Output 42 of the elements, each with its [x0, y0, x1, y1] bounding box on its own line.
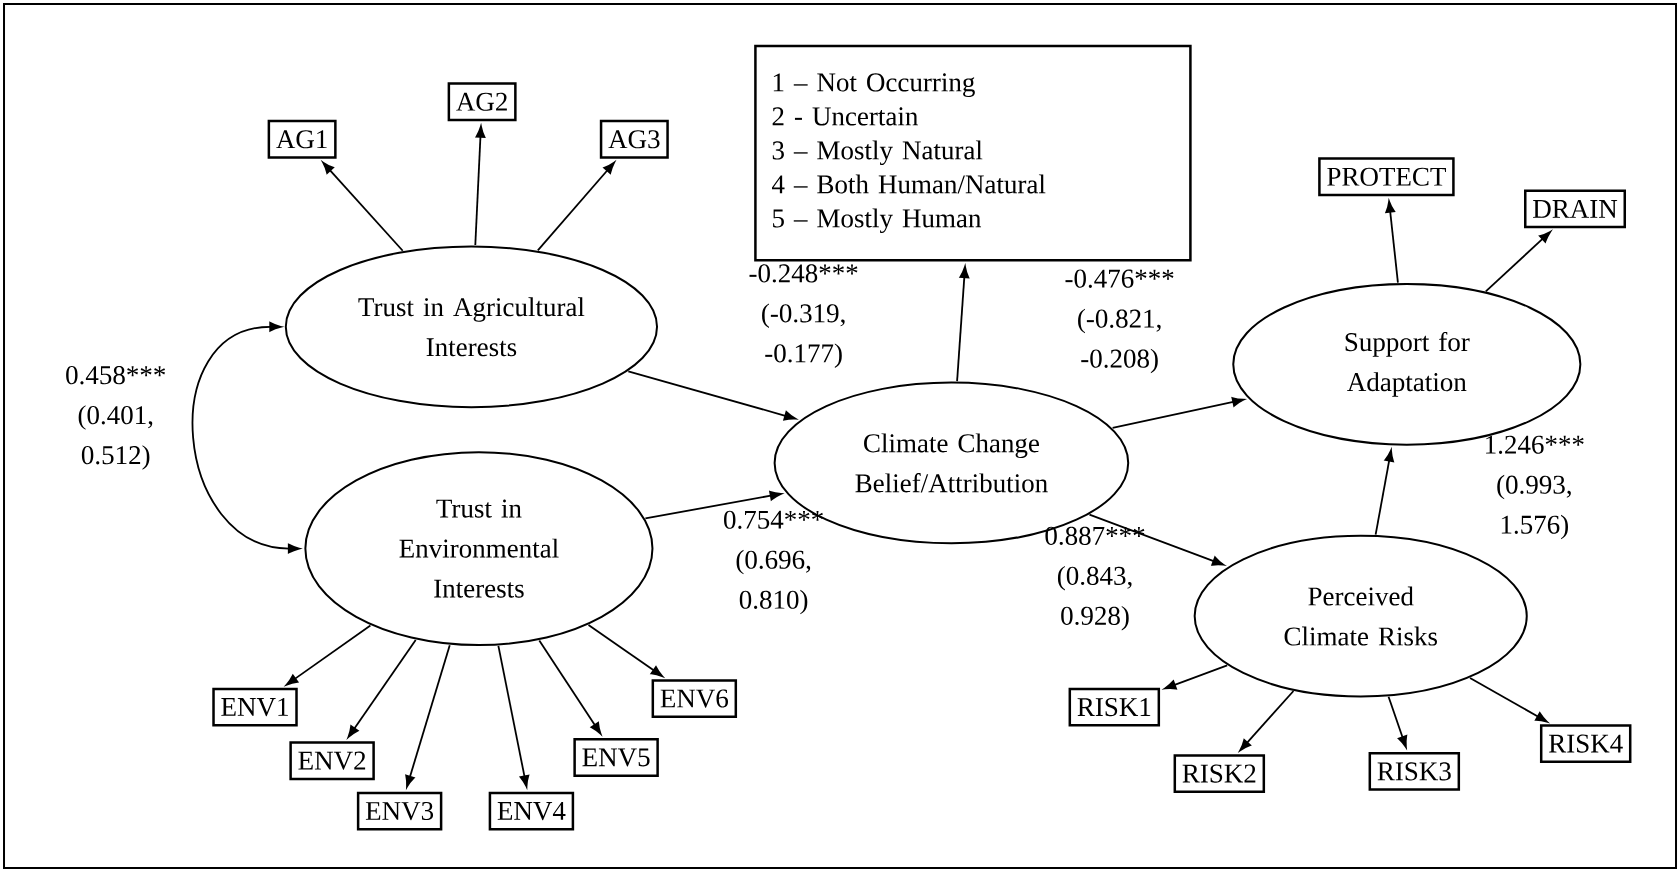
arrow	[1387, 695, 1408, 748]
arrow	[1469, 677, 1548, 723]
indicator-box: AG2	[447, 82, 517, 122]
scale-box: 1 – Not Occurring 2 - Uncertain 3 – Mostly Natural 4 – Both Human/Natural 5 – Mostly Human	[754, 44, 1192, 262]
indicator-box: PROTECT	[1318, 157, 1455, 197]
indicator-box: ENV5	[573, 738, 659, 777]
indicator-box: DRAIN	[1524, 189, 1626, 229]
arrow	[1111, 397, 1245, 429]
arrow	[627, 370, 797, 421]
arrow	[1374, 449, 1394, 536]
path-coefficient: 0.754*** (0.696, 0.810)	[724, 510, 823, 615]
arrow	[347, 639, 417, 738]
indicator-box: ENV6	[651, 679, 738, 719]
indicator-box: RISK3	[1368, 751, 1461, 791]
indicator-box: RISK1	[1068, 687, 1161, 727]
arrow	[1164, 664, 1229, 690]
arrow	[536, 161, 615, 252]
path-coefficient: 0.887*** (0.843, 0.928)	[1045, 526, 1145, 631]
arrow	[497, 645, 530, 788]
arrow	[1239, 690, 1295, 752]
indicator-box: ENV2	[289, 741, 375, 781]
indicator-box: ENV1	[212, 687, 298, 727]
indicator-box: RISK4	[1539, 724, 1632, 764]
indicator-box: AG1	[267, 119, 337, 159]
arrow	[322, 161, 404, 252]
path-coefficient: 0.458*** (0.401, 0.512)	[66, 366, 166, 470]
indicator-box: ENV4	[488, 791, 575, 831]
arrow	[405, 644, 451, 788]
indicator-box: ENV3	[356, 791, 443, 831]
arrow	[538, 639, 602, 735]
indicator-box: AG3	[599, 119, 669, 159]
arrow	[285, 624, 372, 686]
path-coefficient: -0.476*** (-0.821, -0.208)	[1065, 269, 1174, 374]
arrow	[644, 490, 782, 520]
arrow	[1484, 231, 1551, 293]
indicator-box: RISK2	[1173, 754, 1266, 794]
arrow	[956, 266, 970, 382]
arrow	[1088, 513, 1225, 566]
path-coefficient: -0.248*** (-0.319, -0.177)	[749, 264, 858, 368]
arrow	[474, 125, 486, 246]
arrow	[587, 624, 663, 678]
arrow	[1385, 200, 1399, 284]
